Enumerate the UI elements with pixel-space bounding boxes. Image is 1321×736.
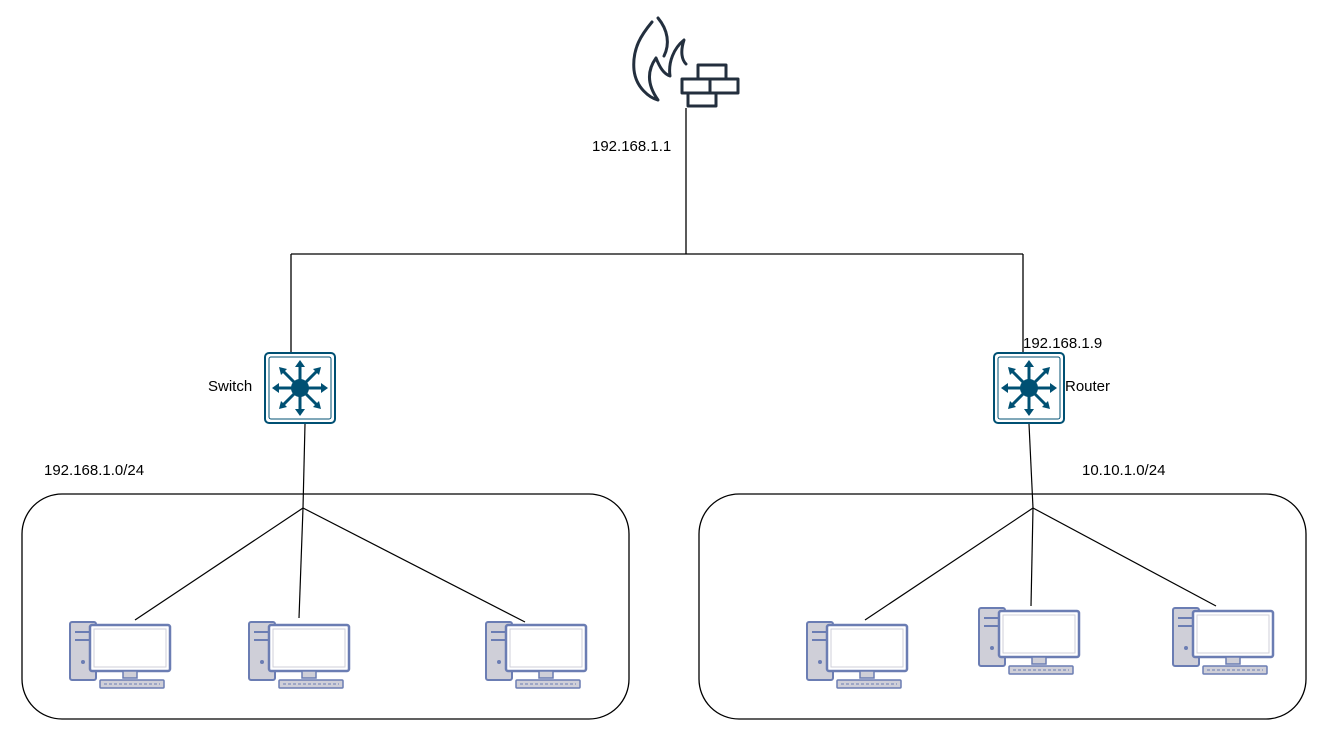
switch-icon[interactable]	[263, 351, 337, 425]
router-ip-label: 192.168.1.9	[1023, 335, 1103, 352]
router-label: Router	[1065, 378, 1111, 395]
right-subnet-group	[698, 493, 1307, 720]
firewall-icon[interactable]	[632, 16, 740, 108]
pc-icon-left-2[interactable]	[247, 620, 351, 690]
right-pc-links	[864, 423, 1217, 621]
switch-label: Switch	[208, 378, 253, 395]
router-icon[interactable]	[992, 351, 1066, 425]
pc-icon-left-3[interactable]	[484, 620, 588, 690]
pc-icon-right-2[interactable]	[977, 606, 1081, 676]
right-subnet-label: 10.10.1.0/24	[1082, 462, 1166, 479]
firewall-ip-label: 192.168.1.1	[592, 138, 672, 155]
connector-lines	[290, 108, 1024, 353]
pc-icon-left-1[interactable]	[68, 620, 172, 690]
pc-icon-right-1[interactable]	[805, 620, 909, 690]
left-subnet-label: 192.168.1.0/24	[44, 462, 145, 479]
left-subnet-group	[21, 493, 630, 720]
pc-icon-right-3[interactable]	[1171, 606, 1275, 676]
left-pc-links	[134, 423, 526, 623]
